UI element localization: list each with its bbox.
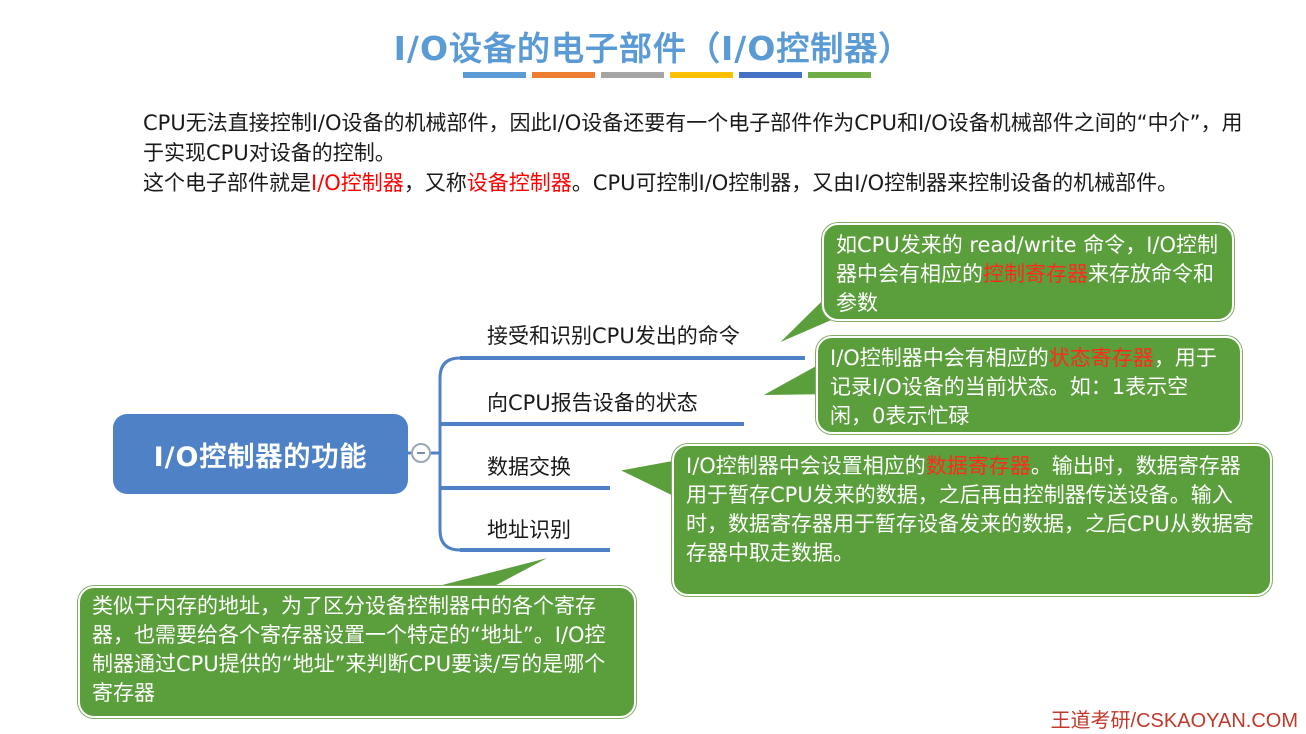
callout-text-segment: ，用于记录I/O设备的当前状态。如：1表示空闲，0表示忙碌 — [830, 346, 1217, 428]
intro-paragraph-2: 这个电子部件就是I/O控制器，又称设备控制器。CPU可控制I/O控制器，又由I/… — [143, 168, 1253, 198]
footer-brand: 王道考研/CSKAOYAN.COM — [1050, 710, 1298, 732]
branch-address-recognition: 地址识别 — [487, 518, 571, 542]
callout-control-register: 如CPU发来的 read/write 命令，I/O控制器中会有相应的控制寄存器来… — [822, 223, 1234, 321]
callout-text-segment: I/O控制器中会有相应的 — [830, 346, 1049, 370]
title-underline-bars — [463, 72, 871, 78]
callout-data-register: I/O控制器中会设置相应的数据寄存器。输出时，数据寄存器用于暂存CPU发来的数据… — [672, 444, 1272, 596]
intro-text-segment: 这个电子部件就是 — [143, 171, 311, 195]
intro-text: CPU无法直接控制I/O设备的机械部件，因此I/O设备还要有一个电子部件作为CP… — [143, 108, 1253, 198]
branch-report-status: 向CPU报告设备的状态 — [487, 391, 698, 415]
device-controller-term: 设备控制器 — [466, 171, 572, 195]
mindmap-spine — [438, 356, 461, 552]
title-bar-6 — [808, 72, 871, 78]
title-bar-2 — [532, 72, 595, 78]
callout-text-segment: 来存放命令和参数 — [836, 262, 1214, 315]
title-bar-3 — [601, 72, 664, 78]
intro-text-segment: ，又称 — [403, 171, 467, 195]
data-register-term: 数据寄存器 — [925, 454, 1031, 478]
callout-address-register: 类似于内存的地址，为了区分设备控制器中的各个寄存器，也需要给各个寄存器设置一个特… — [78, 586, 636, 718]
status-register-term: 状态寄存器 — [1048, 346, 1154, 370]
title-bar-4 — [670, 72, 733, 78]
callout-text-segment: I/O控制器中会设置相应的 — [686, 454, 926, 478]
intro-text-segment: 。CPU可控制I/O控制器，又由I/O控制器来控制设备的机械部件。 — [571, 171, 1179, 195]
branch-receive-command: 接受和识别CPU发出的命令 — [487, 324, 740, 348]
callout-status-register: I/O控制器中会有相应的状态寄存器，用于记录I/O设备的当前状态。如：1表示空闲… — [816, 336, 1242, 434]
collapse-toggle-icon[interactable] — [411, 443, 431, 463]
io-controller-term: I/O控制器 — [311, 171, 404, 195]
intro-paragraph-1: CPU无法直接控制I/O设备的机械部件，因此I/O设备还要有一个电子部件作为CP… — [143, 111, 1243, 165]
control-register-term: 控制寄存器 — [983, 262, 1088, 286]
callout-text-segment: 如CPU发来的 read/write 命令，I/O控制器中会有相应的 — [836, 233, 1219, 286]
title-bar-5 — [739, 72, 802, 78]
branch-data-exchange: 数据交换 — [487, 455, 571, 479]
mindmap-root-node: I/O控制器的功能 — [113, 414, 408, 494]
page-title: I/O设备的电子部件（I/O控制器） — [393, 29, 913, 68]
callout-text-segment: 。输出时，数据寄存器用于暂存CPU发来的数据，之后再由控制器传送设备。输入时，数… — [686, 454, 1254, 565]
title-bar-1 — [463, 72, 526, 78]
